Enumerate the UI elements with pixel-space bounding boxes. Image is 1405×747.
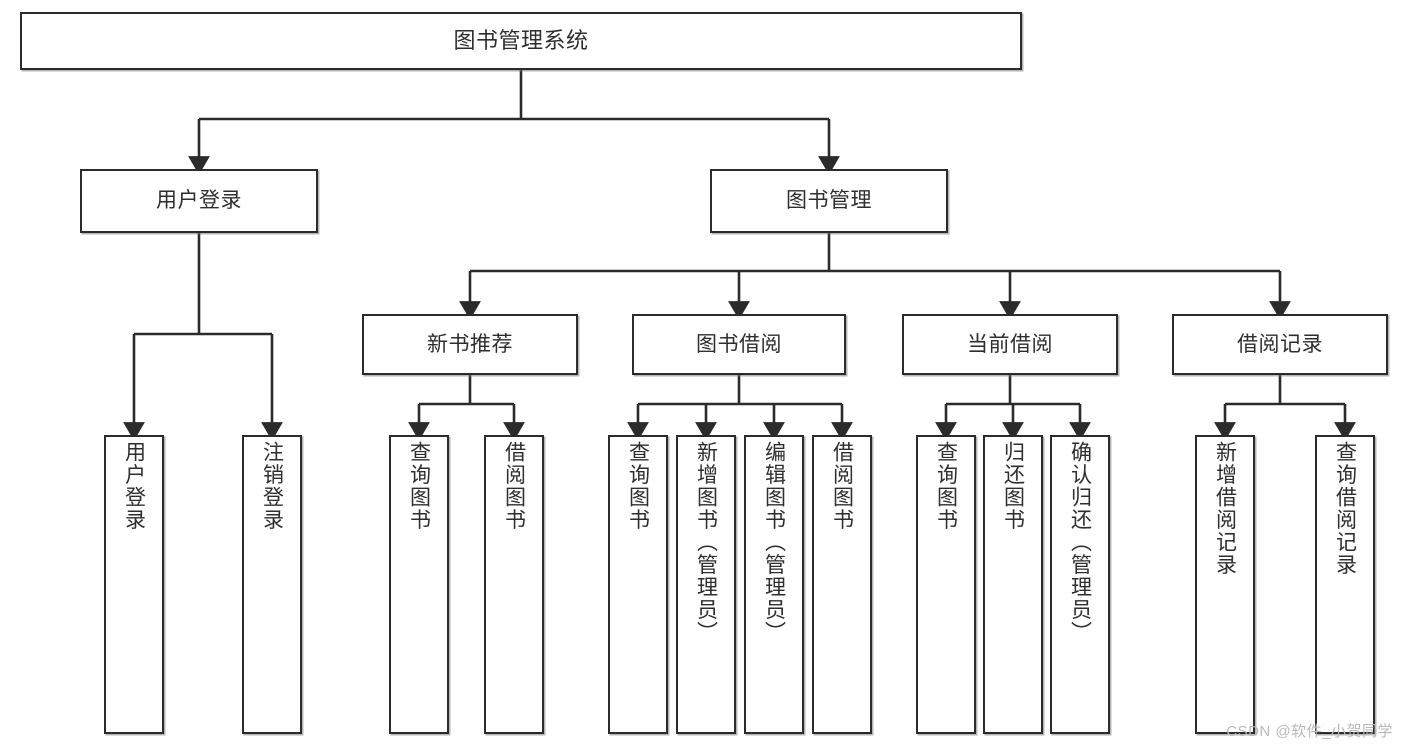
diagram-node-leaf3[interactable]: 查询图书: [389, 435, 449, 734]
diagram-node-label: 借阅记录: [1237, 332, 1323, 356]
diagram-node-root[interactable]: 图书管理系统: [20, 12, 1022, 70]
diagram-node-current[interactable]: 当前借阅: [902, 314, 1118, 375]
diagram-node-leaf7[interactable]: 编辑图书（管理员）: [744, 435, 804, 734]
diagram-node-newbook[interactable]: 新书推荐: [362, 314, 578, 375]
diagram-node-label: 编辑图书（管理员）: [762, 441, 786, 644]
diagram-node-label: 确认归还（管理员）: [1068, 441, 1092, 644]
diagram-node-label: 借阅图书: [830, 441, 854, 531]
diagram-node-leaf13[interactable]: 查询借阅记录: [1315, 435, 1375, 734]
diagram-node-label: 新增借阅记录: [1213, 441, 1237, 576]
diagram-node-leaf2[interactable]: 注销登录: [242, 435, 302, 734]
diagram-node-label: 图书借阅: [696, 332, 782, 356]
diagram-node-label: 用户登录: [122, 441, 146, 531]
diagram-node-leaf1[interactable]: 用户登录: [104, 435, 164, 734]
diagram-node-label: 用户登录: [156, 189, 242, 213]
diagram-node-leaf10[interactable]: 归还图书: [983, 435, 1043, 734]
diagram-node-label: 查询图书: [407, 441, 431, 531]
diagram-node-leaf5[interactable]: 查询图书: [608, 435, 668, 734]
diagram-node-label: 当前借阅: [967, 332, 1053, 356]
diagram-node-label: 图书管理: [786, 189, 872, 213]
diagram-node-leaf6[interactable]: 新增图书（管理员）: [676, 435, 736, 734]
diagram-node-leaf8[interactable]: 借阅图书: [812, 435, 872, 734]
diagram-node-bookmgmt[interactable]: 图书管理: [710, 169, 948, 233]
diagram-node-borrow[interactable]: 图书借阅: [632, 314, 846, 375]
diagram-node-label: 查询图书: [626, 441, 650, 531]
diagram-node-leaf12[interactable]: 新增借阅记录: [1195, 435, 1255, 734]
diagram-node-label: 归还图书: [1001, 441, 1025, 531]
diagram-node-leaf4[interactable]: 借阅图书: [484, 435, 544, 734]
diagram-node-label: 借阅图书: [502, 441, 526, 531]
diagram-node-label: 查询借阅记录: [1333, 441, 1357, 576]
diagram-node-label: 新增图书（管理员）: [694, 441, 718, 644]
diagram-node-label: 查询图书: [934, 441, 958, 531]
diagram-node-label: 新书推荐: [427, 332, 513, 356]
diagram-node-label: 注销登录: [260, 441, 284, 531]
diagram-node-label: 图书管理系统: [453, 27, 589, 53]
diagram-node-leaf9[interactable]: 查询图书: [916, 435, 976, 734]
diagram-node-records[interactable]: 借阅记录: [1172, 314, 1388, 375]
diagram-node-login[interactable]: 用户登录: [80, 169, 318, 233]
watermark-text: CSDN @软件_小贺同学: [1226, 723, 1393, 740]
diagram-node-leaf11[interactable]: 确认归还（管理员）: [1050, 435, 1110, 734]
